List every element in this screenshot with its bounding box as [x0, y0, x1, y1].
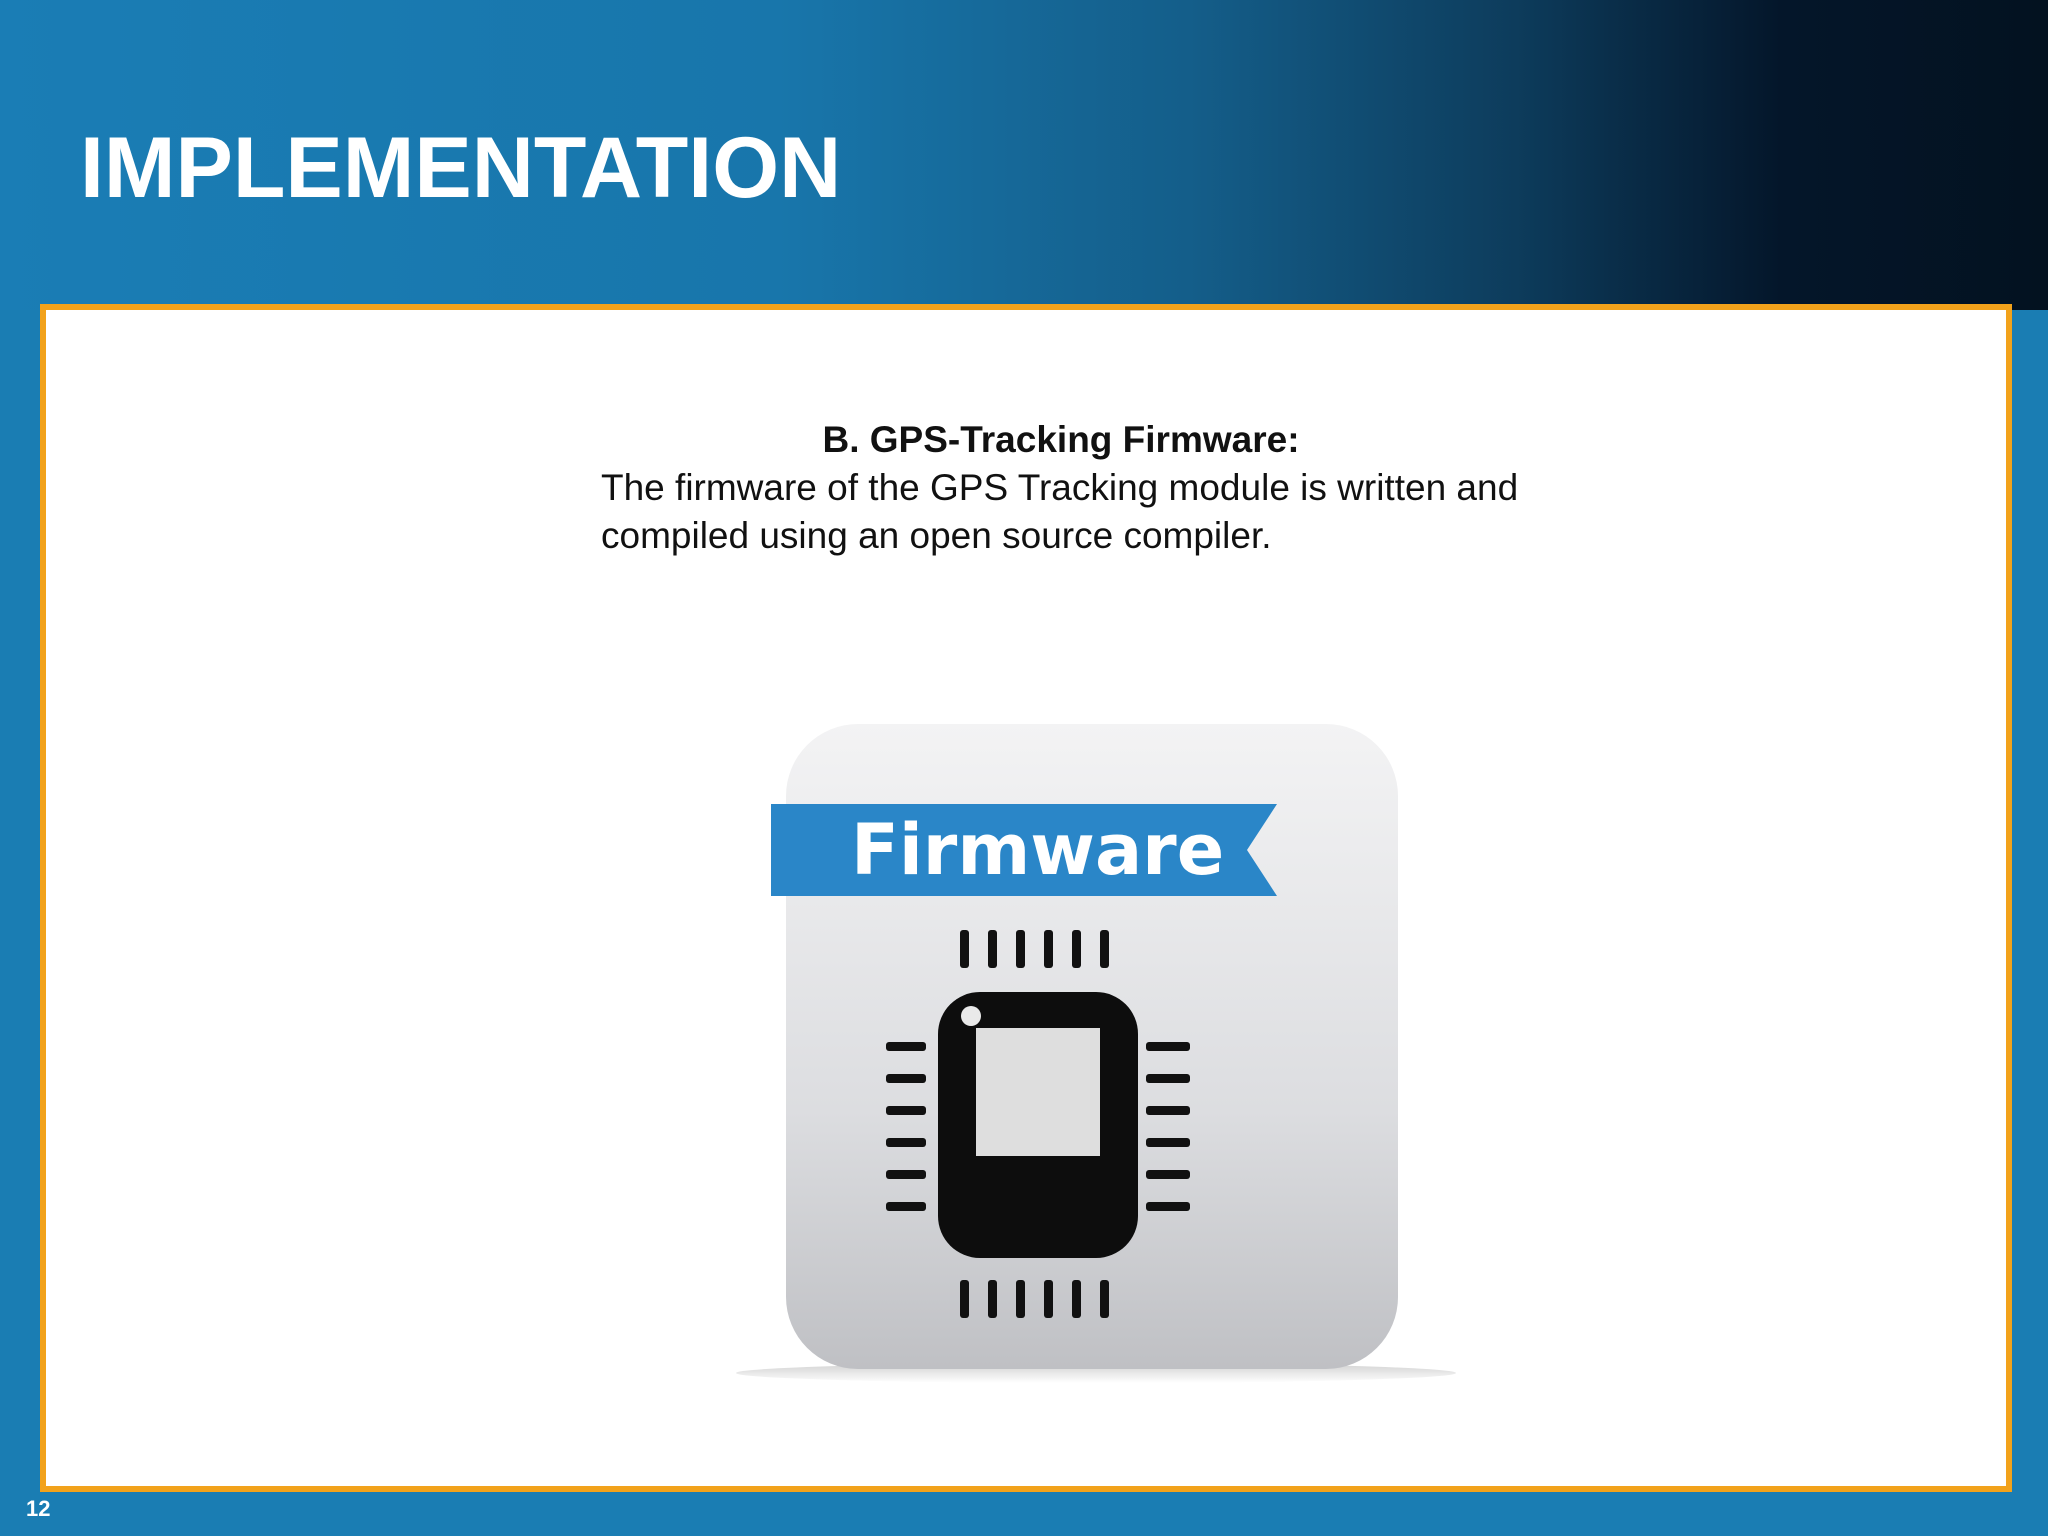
- section-body: The firmware of the GPS Tracking module …: [601, 467, 1519, 556]
- section-heading: B. GPS-Tracking Firmware:: [822, 419, 1300, 460]
- chip-orientation-dot: [961, 1006, 981, 1026]
- header-band: [0, 0, 2048, 310]
- slide-title: IMPLEMENTATION: [80, 120, 842, 216]
- page-number: 12: [26, 1496, 51, 1521]
- firmware-chip-icon: Firmware: [736, 724, 1456, 1383]
- chip-left-pins: [886, 1042, 926, 1211]
- banner-label: Firmware: [851, 809, 1224, 891]
- chip-bottom-pins: [960, 1280, 1109, 1318]
- banner-ribbon: [771, 804, 1277, 896]
- content-panel: B. GPS-Tracking Firmware: The firmware o…: [40, 304, 2012, 1492]
- chip-die: [976, 1028, 1100, 1156]
- text-block: B. GPS-Tracking Firmware: The firmware o…: [601, 416, 1561, 560]
- chip-right-pins: [1146, 1042, 1190, 1211]
- chip-top-pins: [960, 930, 1109, 968]
